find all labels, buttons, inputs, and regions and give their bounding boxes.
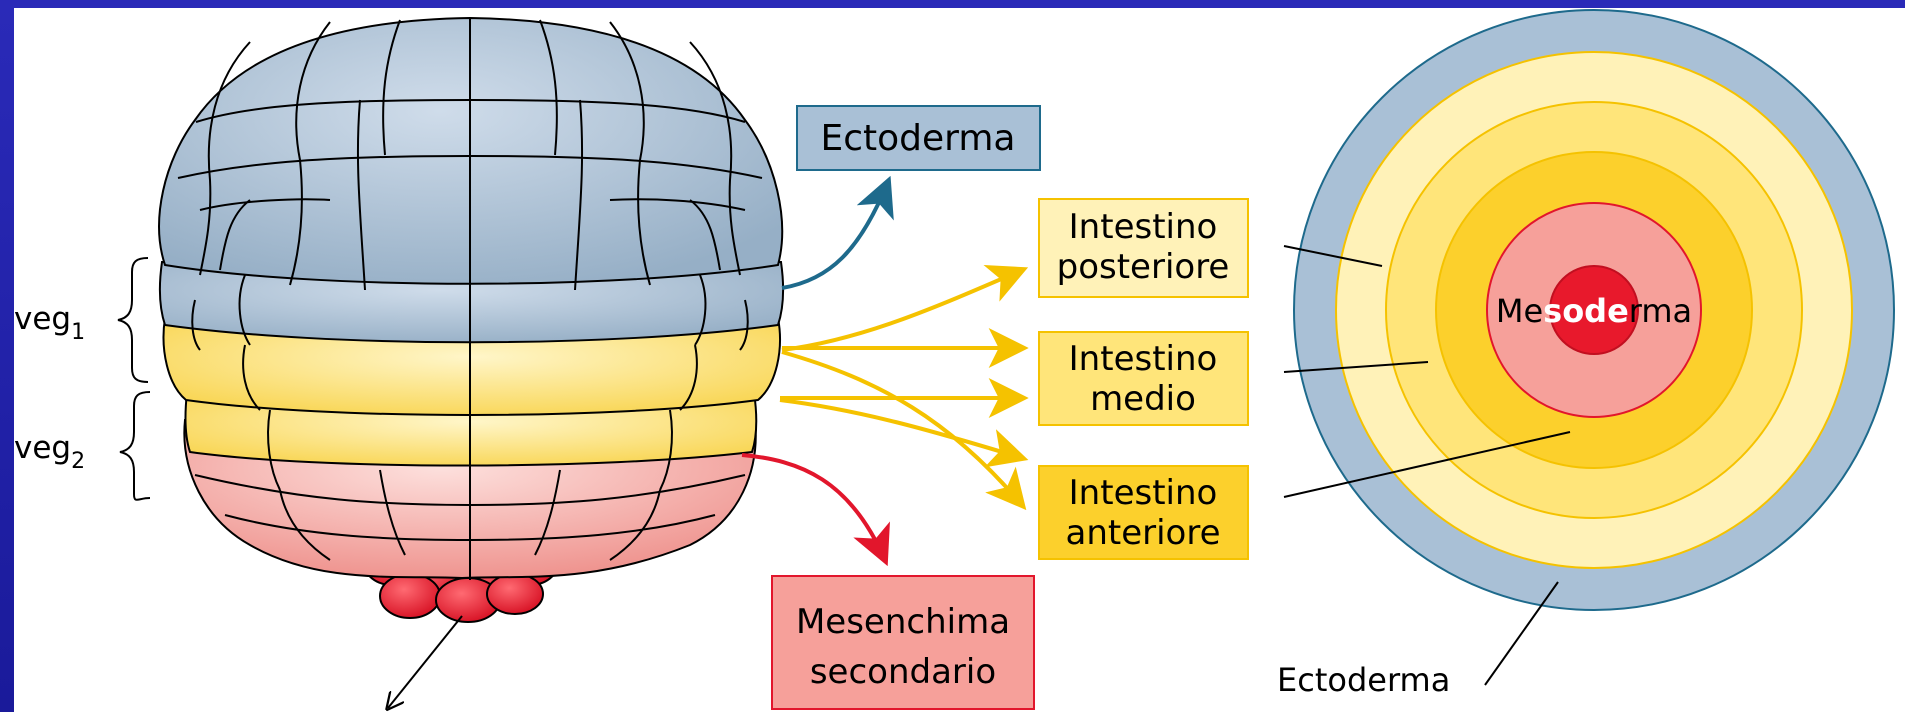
mesenchyme-box: Mesenchima secondario — [772, 576, 1034, 709]
svg-text:anteriore: anteriore — [1065, 513, 1220, 553]
midgut-box: Intestino medio — [1039, 332, 1248, 425]
svg-text:secondario: secondario — [810, 652, 996, 692]
ectoderm-box: Ectoderma — [797, 106, 1040, 170]
mesoderm-label: Mesoderma — [1496, 292, 1692, 330]
hindgut-box: Intestino posteriore — [1039, 199, 1248, 297]
svg-text:Intestino: Intestino — [1069, 473, 1218, 513]
svg-text:Mesenchima: Mesenchima — [796, 602, 1010, 642]
svg-text:medio: medio — [1090, 379, 1196, 419]
concentric-fate-map: Mesoderma — [1294, 10, 1894, 610]
ectoderm-bottom-label: Ectoderma — [1277, 661, 1450, 699]
embryo-illustration — [159, 18, 783, 622]
svg-text:Intestino: Intestino — [1069, 207, 1218, 247]
svg-text:Ectoderma: Ectoderma — [821, 118, 1016, 159]
svg-text:posteriore: posteriore — [1057, 247, 1230, 287]
foregut-box: Intestino anteriore — [1039, 466, 1248, 559]
svg-text:Intestino: Intestino — [1069, 339, 1218, 379]
